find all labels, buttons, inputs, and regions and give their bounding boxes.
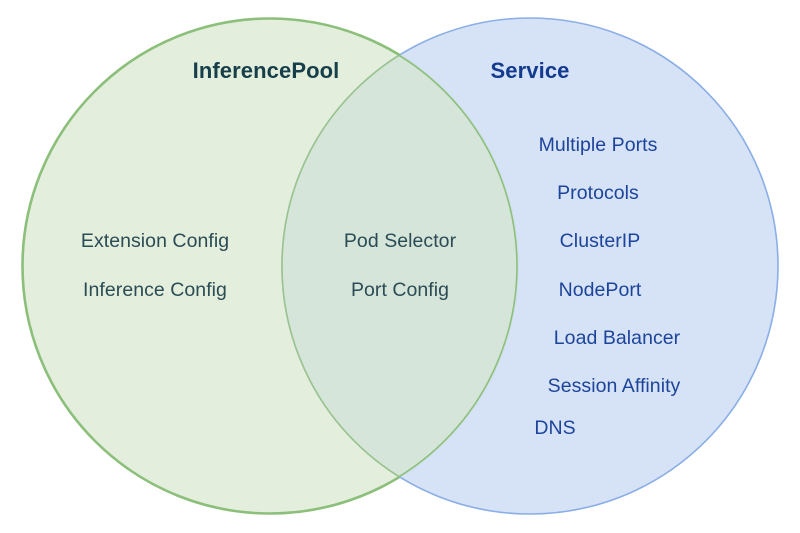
set-item-nodeport: NodePort	[558, 279, 642, 301]
set-item-extension-config: Extension Config	[80, 230, 230, 252]
set-title-inferencepool: InferencePool	[192, 58, 340, 83]
circle-intersection-region	[281, 18, 518, 514]
set-item-dns: DNS	[534, 417, 576, 439]
set-item-clusterip: ClusterIP	[559, 230, 641, 252]
set-item-inference-config: Inference Config	[83, 279, 227, 301]
circle-inferencepool-outline-overlay	[22, 18, 518, 514]
set-title-service: Service	[490, 58, 570, 83]
intersection-item-pod-selector: Pod Selector	[343, 230, 457, 252]
intersection-item-port-config: Port Config	[350, 279, 450, 301]
set-item-protocols: Protocols	[557, 182, 639, 204]
set-item-load-balancer: Load Balancer	[553, 327, 681, 349]
set-item-multiple-ports: Multiple Ports	[538, 134, 658, 156]
set-item-session-affinity: Session Affinity	[547, 375, 681, 397]
